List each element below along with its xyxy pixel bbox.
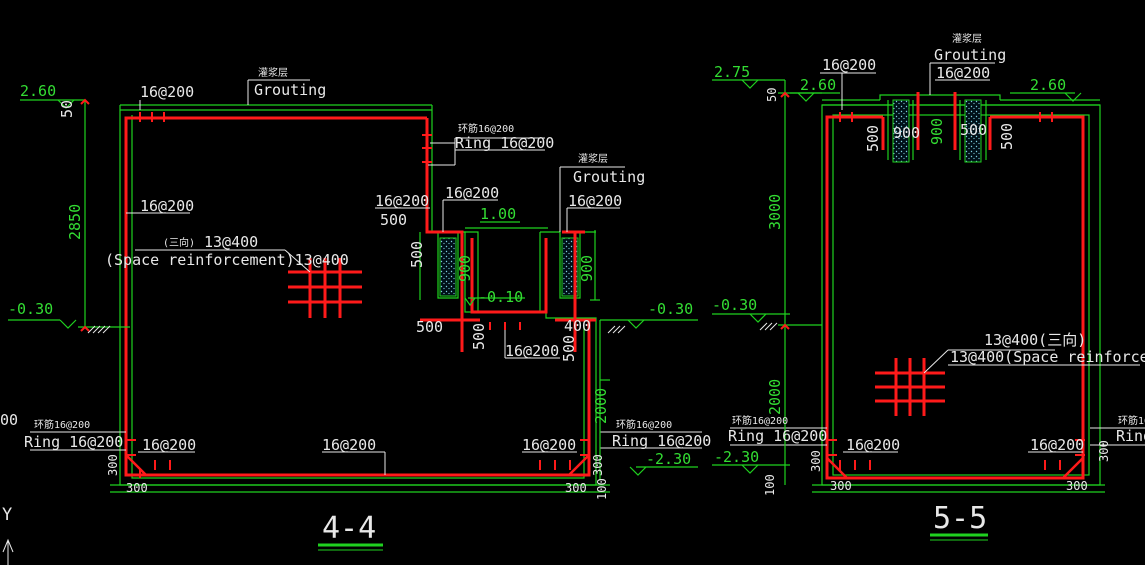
space-cn-55: 13@400(三向): [984, 331, 1086, 349]
main-rebar-loop-55: [825, 115, 1085, 480]
dim-500a-55: 500: [864, 125, 882, 152]
space-val: 13@400: [204, 233, 258, 251]
level-minus-0-10: -0.10: [478, 288, 523, 306]
level-2-60-b: 2.60: [1030, 76, 1066, 94]
left-ring-cn-55: 环筋16@200: [732, 414, 788, 427]
dim-50-55: 50: [765, 88, 779, 102]
dim-900a-55: 900: [893, 124, 920, 142]
dim-300b-55: 300: [1097, 440, 1111, 462]
dim-500b-55: 500: [960, 121, 987, 139]
rebar-p3: 16@200: [568, 192, 622, 210]
grout-label-55: Grouting: [934, 46, 1006, 64]
level-minus-0-30-right: -0.30: [648, 300, 693, 318]
dim-100-55: 100: [763, 474, 777, 496]
grout-cn: 灌浆层: [258, 66, 288, 79]
main-rebar-loop: [124, 116, 591, 477]
section-5-5: [712, 62, 1145, 541]
labels-4-4: 2.60 50 2850 -0.30 16@200 灌浆层 Grouting 环…: [0, 66, 711, 546]
labels-5-5: 2.75 50 2.60 2.60 16@200 灌浆层 Grouting 16…: [712, 32, 1145, 536]
level-1-00: 1.00: [480, 205, 516, 223]
grout-cn-55: 灌浆层: [952, 32, 982, 45]
rebar-top-55-b: 16@200: [936, 64, 990, 82]
grout2-cn: 灌浆层: [578, 152, 608, 165]
rebar-p1: 16@200: [375, 192, 429, 210]
rebar-pit-bottom: 16@200: [505, 342, 559, 360]
grout2-label: Grouting: [573, 168, 645, 186]
level-2-75: 2.75: [714, 63, 750, 81]
dim-2000: 2000: [592, 388, 610, 424]
rebar-top-55-a: 16@200: [822, 56, 876, 74]
right-ring-label: Ring 16@200: [612, 432, 711, 450]
dim-2000-55: 2000: [766, 379, 784, 415]
section-4-4: [8, 79, 702, 551]
axis-y-label: Y: [2, 505, 12, 525]
left-ring-cn: 环筋16@200: [34, 418, 90, 431]
space-en: (Space reinforcement)13@400: [105, 251, 349, 269]
dim-900b: 900: [578, 255, 596, 282]
dim-500c: 500: [416, 318, 443, 336]
ring-cn: 环筋16@200: [458, 122, 514, 135]
bottom-rebar-55-2: 16@200: [1030, 436, 1084, 454]
dim-500a: 500: [380, 211, 407, 229]
space-cn: (三向): [163, 236, 195, 249]
level-minus-0-30-left: -0.30: [8, 300, 53, 318]
level-minus-2-30: -2.30: [646, 450, 691, 468]
dim-300b: 300: [591, 454, 605, 476]
grout-label: Grouting: [254, 81, 326, 99]
edge-text: 00: [0, 411, 18, 429]
right-ring-label-55: Ring: [1116, 427, 1145, 445]
dim-400: 400: [564, 317, 591, 335]
left-ring-label: Ring 16@200: [24, 433, 123, 451]
dim-300d-55: 300: [1066, 479, 1088, 493]
dim-500d: 500: [470, 323, 488, 350]
axis-arrow-icon: [2, 538, 14, 565]
dim-2850: 2850: [66, 204, 84, 240]
rebar-p2: 16@200: [445, 184, 499, 202]
level-minus-0-30-55: -0.30: [712, 296, 757, 314]
dim-900a: 900: [456, 255, 474, 282]
left-ring-label-55: Ring 16@200: [728, 427, 827, 445]
bottom-rebar-2: 16@200: [322, 436, 376, 454]
rebar-top-label: 16@200: [140, 83, 194, 101]
bottom-rebar-3: 16@200: [522, 436, 576, 454]
dim-3000: 3000: [766, 194, 784, 230]
dim-50: 50: [58, 100, 76, 118]
level-2-60-a: 2.60: [800, 76, 836, 94]
right-ring-cn: 环筋16@200: [616, 418, 672, 431]
dim-300d: 300: [565, 481, 587, 495]
space-reinforcement-grid-44: [288, 258, 362, 318]
section-title-4-4: 4-4: [322, 511, 376, 546]
dim-300c: 300: [126, 481, 148, 495]
section-title-5-5: 5-5: [933, 501, 987, 536]
level-2-60: 2.60: [20, 82, 56, 100]
dim-500c-55: 500: [998, 123, 1016, 150]
dim-500e: 500: [560, 335, 578, 362]
rebar-left-label: 16@200: [140, 197, 194, 215]
right-ring-cn-55: 环筋16: [1118, 414, 1145, 427]
ring-label: Ring 16@200: [455, 134, 554, 152]
bottom-rebar-55-1: 16@200: [846, 436, 900, 454]
dim-300a: 300: [106, 454, 120, 476]
space-en-55: 13@400(Space reinforcement): [950, 348, 1145, 366]
dim-100: 100: [595, 478, 609, 500]
dim-300a-55: 300: [809, 450, 823, 472]
dim-500b: 500: [408, 241, 426, 268]
space-reinforcement-grid-55: [875, 358, 945, 416]
dim-900b-55: 900: [928, 118, 946, 145]
bottom-rebar-1: 16@200: [142, 436, 196, 454]
dim-300c-55: 300: [830, 479, 852, 493]
level-minus-2-30-55: -2.30: [714, 448, 759, 466]
